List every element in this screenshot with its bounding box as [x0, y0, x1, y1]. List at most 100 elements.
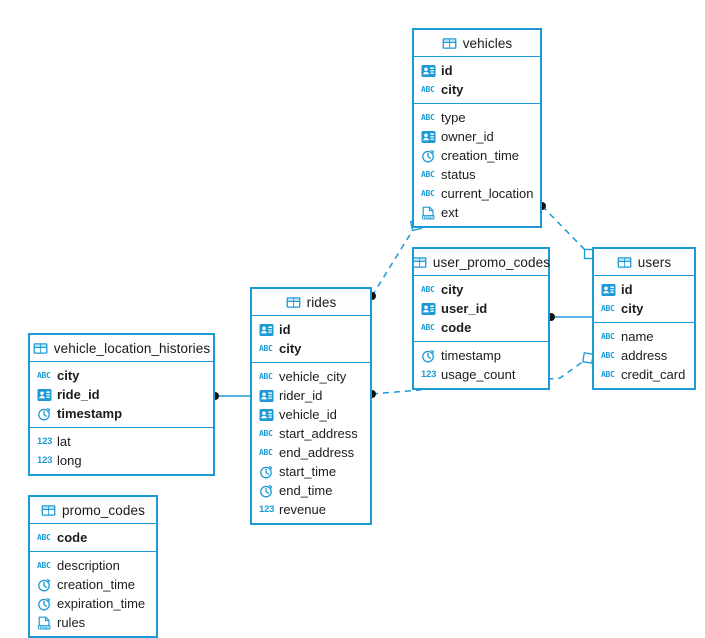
123-icon: 123 — [259, 503, 275, 515]
column-name: usage_count — [441, 367, 516, 382]
column-row[interactable]: ABC start_address — [252, 424, 370, 443]
column-name: rider_id — [279, 388, 323, 403]
column-row[interactable]: timestamp — [30, 404, 213, 423]
column-name: ext — [441, 205, 459, 220]
column-name: creation_time — [441, 148, 520, 163]
abc-icon: ABC — [259, 343, 273, 353]
column-row[interactable]: id — [594, 280, 694, 299]
column-row[interactable]: user_id — [414, 299, 548, 318]
table-icon — [442, 37, 457, 50]
svg-text:JSON: JSON — [422, 214, 434, 219]
table-header-users[interactable]: users — [594, 249, 694, 276]
id-card-icon — [37, 388, 52, 402]
column-name: ride_id — [57, 387, 100, 402]
table-header-vehicle_location_histories[interactable]: vehicle_location_histories — [30, 335, 213, 362]
abc-icon: ABC — [259, 428, 273, 438]
column-name: status — [441, 167, 476, 182]
table-header-user_promo_codes[interactable]: user_promo_codes — [412, 249, 551, 276]
column-row[interactable]: creation_time — [414, 146, 540, 165]
column-row[interactable]: timestamp — [414, 346, 548, 365]
column-name: timestamp — [441, 348, 501, 363]
table-header-promo_codes[interactable]: promo_codes — [30, 497, 156, 524]
abc-icon: ABC — [601, 303, 615, 313]
column-row[interactable]: start_time — [252, 462, 370, 481]
column-name: current_location — [441, 186, 534, 201]
column-name: creation_time — [57, 577, 136, 592]
123-icon: 123 — [37, 454, 53, 466]
id-card-icon — [259, 323, 274, 337]
relationship-vehicle_location_histories-rides[interactable] — [211, 392, 250, 400]
table-header-vehicles[interactable]: vehicles — [414, 30, 540, 57]
column-row[interactable]: ABC city — [414, 280, 548, 299]
column-row[interactable]: expiration_time — [30, 594, 156, 613]
column-row[interactable]: id — [252, 320, 370, 339]
table-icon — [617, 256, 632, 269]
column-row[interactable]: ABC name — [594, 327, 694, 346]
table-icon — [412, 256, 427, 269]
column-row[interactable]: JSON ext — [414, 203, 540, 222]
table-icon — [33, 342, 48, 355]
column-name: start_address — [279, 426, 358, 441]
column-name: address — [621, 348, 668, 363]
column-row[interactable]: end_time — [252, 481, 370, 500]
column-name: end_time — [279, 483, 333, 498]
abc-icon: ABC — [259, 447, 273, 457]
table-header-rides[interactable]: rides — [252, 289, 370, 316]
column-row[interactable]: rider_id — [252, 386, 370, 405]
column-row[interactable]: ride_id — [30, 385, 213, 404]
clock-icon — [421, 349, 436, 363]
column-name: expiration_time — [57, 596, 146, 611]
table-title: user_promo_codes — [432, 254, 551, 270]
column-row[interactable]: creation_time — [30, 575, 156, 594]
column-row[interactable]: ABC city — [252, 339, 370, 358]
column-row[interactable]: vehicle_id — [252, 405, 370, 424]
id-card-icon — [421, 64, 436, 78]
abc-icon: ABC — [421, 284, 435, 294]
column-name: vehicle_id — [279, 407, 337, 422]
column-name: rules — [57, 615, 86, 630]
column-name: city — [441, 282, 464, 297]
abc-icon: ABC — [601, 331, 615, 341]
column-name: description — [57, 558, 120, 573]
column-row[interactable]: id — [414, 61, 540, 80]
abc-icon: ABC — [37, 370, 51, 380]
relationship-user_promo_codes-users[interactable] — [547, 313, 592, 321]
column-name: name — [621, 329, 654, 344]
table-title: rides — [306, 294, 337, 310]
json-icon: JSON — [421, 206, 436, 220]
clock-icon — [37, 578, 52, 592]
column-row[interactable]: owner_id — [414, 127, 540, 146]
id-card-icon — [421, 130, 436, 144]
table-title: promo_codes — [62, 502, 145, 518]
column-name: city — [279, 341, 302, 356]
